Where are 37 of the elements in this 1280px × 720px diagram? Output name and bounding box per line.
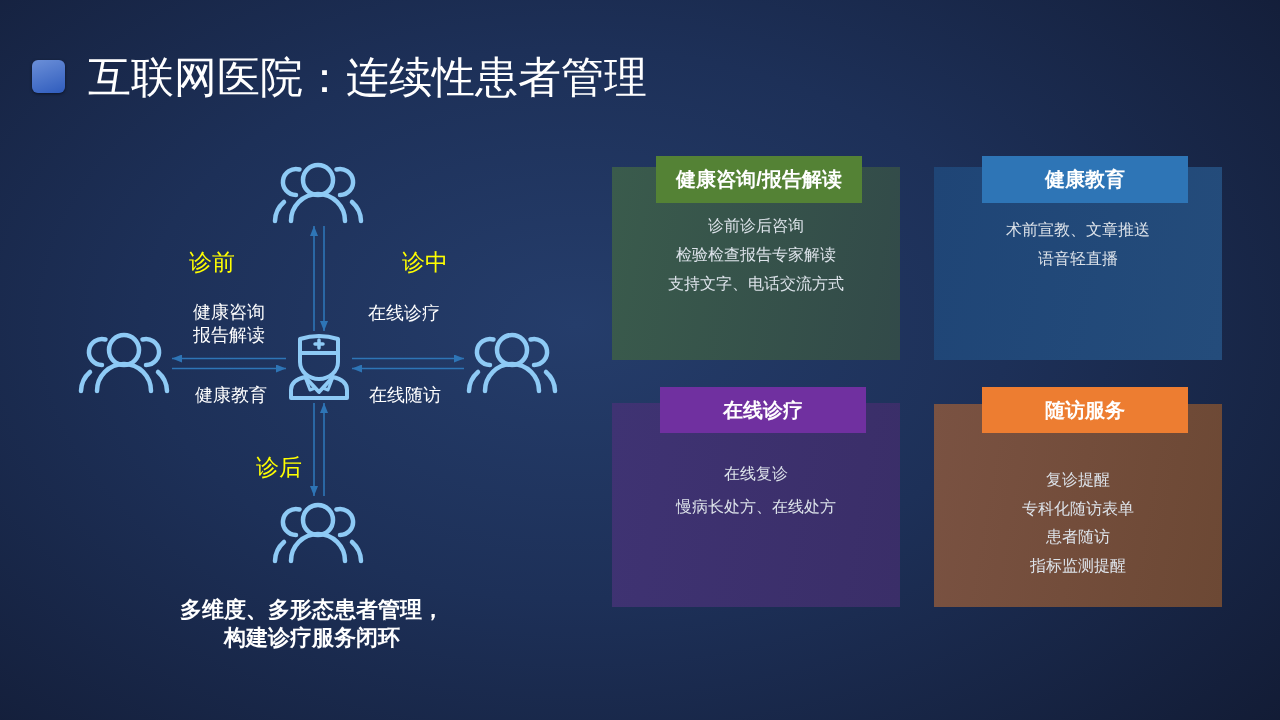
card-heading: 健康咨询/报告解读: [656, 156, 862, 203]
arrow: [171, 364, 287, 373]
slide-title: 互联网医院：连续性患者管理: [88, 52, 647, 102]
edge-label: 在线随访: [369, 384, 442, 407]
info-card: [934, 156, 1222, 360]
arrow: [320, 225, 328, 332]
card-text: 患者随访: [1046, 527, 1110, 548]
card-heading: 随访服务: [982, 387, 1188, 433]
card-text: 术前宣教、文章推送: [1006, 220, 1150, 240]
info-card: [612, 387, 900, 607]
card-heading: 健康教育: [982, 156, 1188, 203]
card-text: 支持文字、电话交流方式: [668, 274, 844, 294]
summary-text: 多维度、多形态患者管理，构建诊疗服务闭环: [179, 596, 445, 652]
card-text: 专科化随访表单: [1022, 498, 1134, 519]
arrow: [171, 354, 287, 363]
card-text: 语音轻直播: [1038, 249, 1118, 269]
card-heading: 在线诊疗: [660, 387, 866, 433]
arrow: [310, 402, 318, 497]
arrow: [351, 364, 465, 373]
arrow: [351, 354, 465, 363]
info-card: [934, 387, 1222, 607]
edge-label: 健康咨询报告解读: [193, 301, 266, 347]
stage-label: 诊前: [189, 248, 235, 276]
edge-label: 在线诊疗: [368, 302, 441, 325]
card-text: 慢病长处方、在线处方: [676, 497, 836, 517]
stage-label: 诊中: [402, 248, 448, 276]
doctor-icon: [288, 333, 350, 401]
arrow: [310, 225, 318, 332]
card-text: 复诊提醒: [1046, 470, 1110, 490]
info-card: [612, 156, 900, 360]
card-text: 在线复诊: [724, 464, 788, 484]
card-text: 诊前诊后咨询: [708, 216, 804, 236]
stage-label: 诊后: [256, 453, 302, 481]
edge-label: 健康教育: [195, 384, 268, 407]
card-text: 检验检查报告专家解读: [676, 245, 836, 265]
arrow: [320, 402, 328, 497]
card-text: 指标监测提醒: [1030, 556, 1126, 577]
